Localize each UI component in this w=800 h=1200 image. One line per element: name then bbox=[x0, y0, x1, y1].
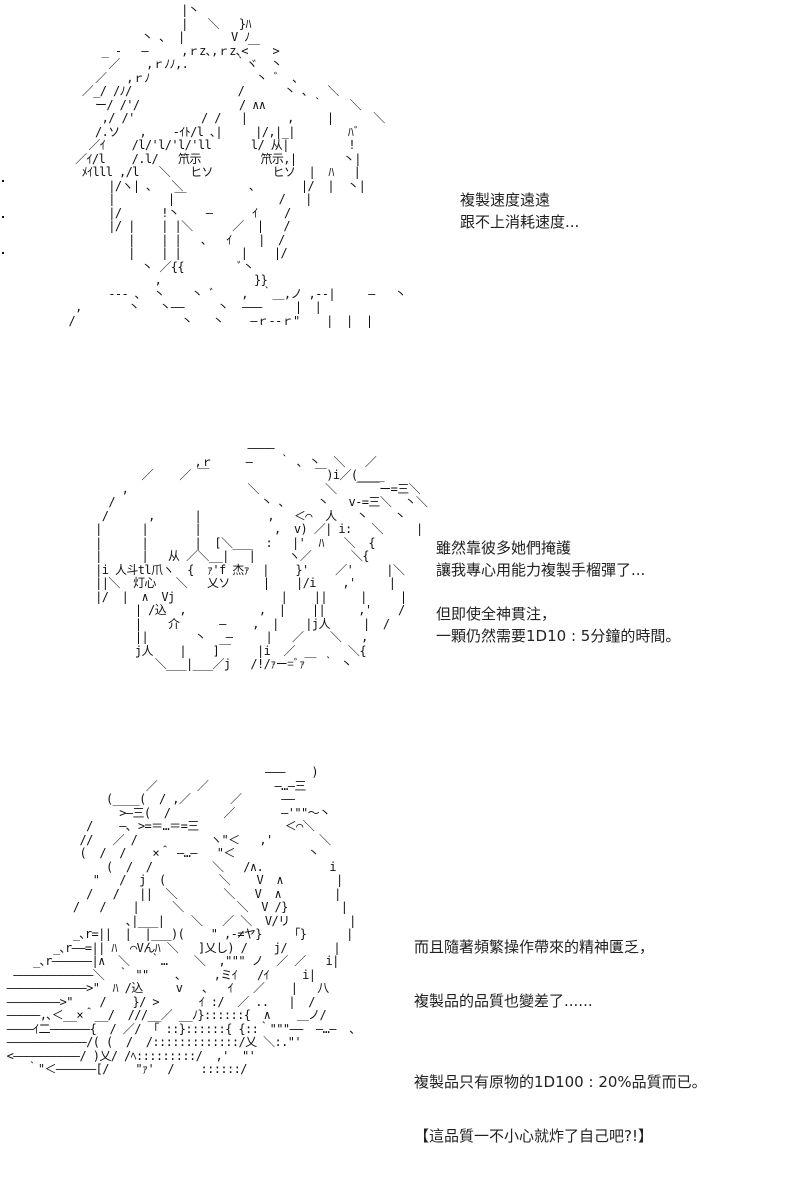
dialog-line: 雖然靠彼多她們掩護 bbox=[436, 539, 572, 557]
dialog-line: 複製品的品質也變差了...... bbox=[414, 992, 593, 1010]
margin-dot bbox=[2, 252, 4, 254]
panel-2: ―――― ,ｒ ― ｀ ､ 丶 ＼ ／ ／ ／ ￣ ￣)i／(____ , ＼ … bbox=[0, 430, 800, 760]
ascii-art-character-1: |丶 | ＼ }ﾊ 丶 ､ | V ﾉ _ - ― ,ｒz､,ｒz､<￣ > ／… bbox=[68, 3, 407, 328]
dialog-spacer bbox=[414, 1096, 707, 1123]
panel-1: |丶 | ＼ }ﾊ 丶 ､ | V ﾉ _ - ― ,ｒz､,ｒz､<￣ > ／… bbox=[0, 0, 800, 420]
panel-3: ――― ) ／ ／ ―…―三 (____( / ,／ ／ ―― >―三( / ／… bbox=[0, 760, 800, 1200]
margin-dot bbox=[2, 180, 4, 182]
ascii-art-character-2: ―――― ,ｒ ― ｀ ､ 丶 ＼ ／ ／ ／ ￣ ￣)i／(____ , ＼ … bbox=[95, 441, 428, 671]
dialog-line: 讓我專心用能力複製手榴彈了... bbox=[436, 561, 646, 579]
dialog-line: 但即使全神貫注， bbox=[436, 605, 557, 623]
dialog-spacer bbox=[414, 1042, 707, 1069]
dialog-spacer bbox=[414, 961, 707, 988]
dialog-line: 複製品只有原物的1D100 : 20%品質而已。 bbox=[414, 1073, 707, 1091]
dialog-text-1: 複製速度遠遠跟不上消耗速度... bbox=[460, 189, 579, 233]
dialog-line: 跟不上消耗速度... bbox=[460, 213, 580, 231]
dialog-text-3: 而且隨著頻繁操作帶來的精神匱乏， 複製品的品質也變差了...... 複製品只有原物的… bbox=[414, 934, 707, 1150]
dialog-line: 一顆仍然需要1D10 : 5分鐘的時間。 bbox=[436, 627, 681, 645]
dialog-spacer bbox=[414, 1015, 707, 1042]
dialog-text-2: 雖然靠彼多她們掩護讓我專心用能力複製手榴彈了... 但即使全神貫注， 一顆仍然需要1… bbox=[436, 537, 680, 647]
dialog-spacer bbox=[436, 581, 680, 603]
margin-dot bbox=[2, 216, 4, 218]
dialog-line: 【這品質一不小心就炸了自己吧?!】 bbox=[414, 1127, 653, 1145]
dialog-line: 複製速度遠遠 bbox=[460, 191, 551, 209]
dialog-line: 而且隨著頻繁操作帶來的精神匱乏， bbox=[414, 938, 655, 956]
ascii-art-character-3: ――― ) ／ ／ ―…―三 (____( / ,／ ／ ―― >―三( / ／… bbox=[6, 765, 362, 1076]
